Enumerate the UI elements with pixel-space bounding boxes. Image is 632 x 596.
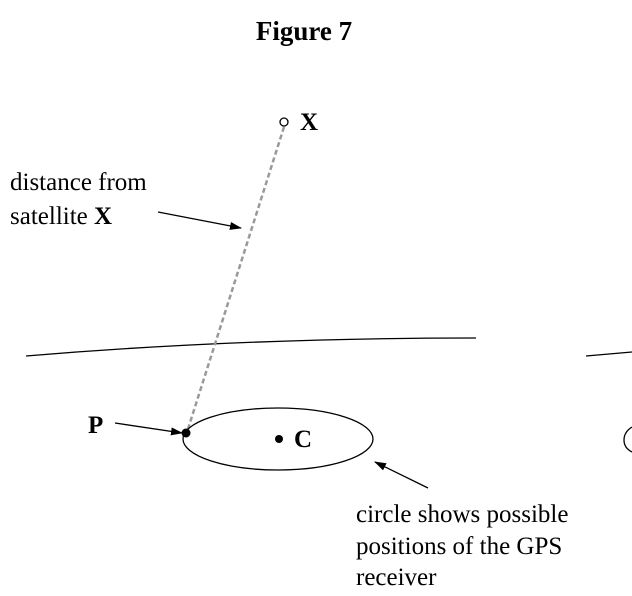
satellite-x-point: [279, 117, 289, 127]
circle-label-line1: circle shows possible: [356, 501, 568, 528]
satellite-x-label: X: [300, 109, 318, 136]
distance-label-line2: satellite X: [10, 203, 112, 230]
receiver-p-arrow: [114, 422, 183, 436]
circle-label-line2: positions of the GPS: [356, 533, 562, 560]
receiver-p-label: P: [88, 412, 103, 439]
center-c-point: [275, 435, 283, 443]
distance-line: [185, 126, 286, 433]
receiver-p-point: [181, 428, 191, 438]
distance-label-line1: distance from: [10, 169, 147, 196]
earth-surface-curve-right: [585, 351, 632, 357]
earth-surface-curve: [25, 337, 477, 357]
distance-label-arrow: [157, 211, 242, 230]
figure-title: Figure 7: [256, 16, 352, 46]
circle-label-line3: receiver: [356, 564, 437, 591]
center-c-label: C: [294, 426, 312, 453]
possible-positions-circle: [182, 407, 374, 471]
circle-label-arrow: [374, 461, 429, 489]
possible-positions-circle-right-fragment: [623, 426, 632, 453]
